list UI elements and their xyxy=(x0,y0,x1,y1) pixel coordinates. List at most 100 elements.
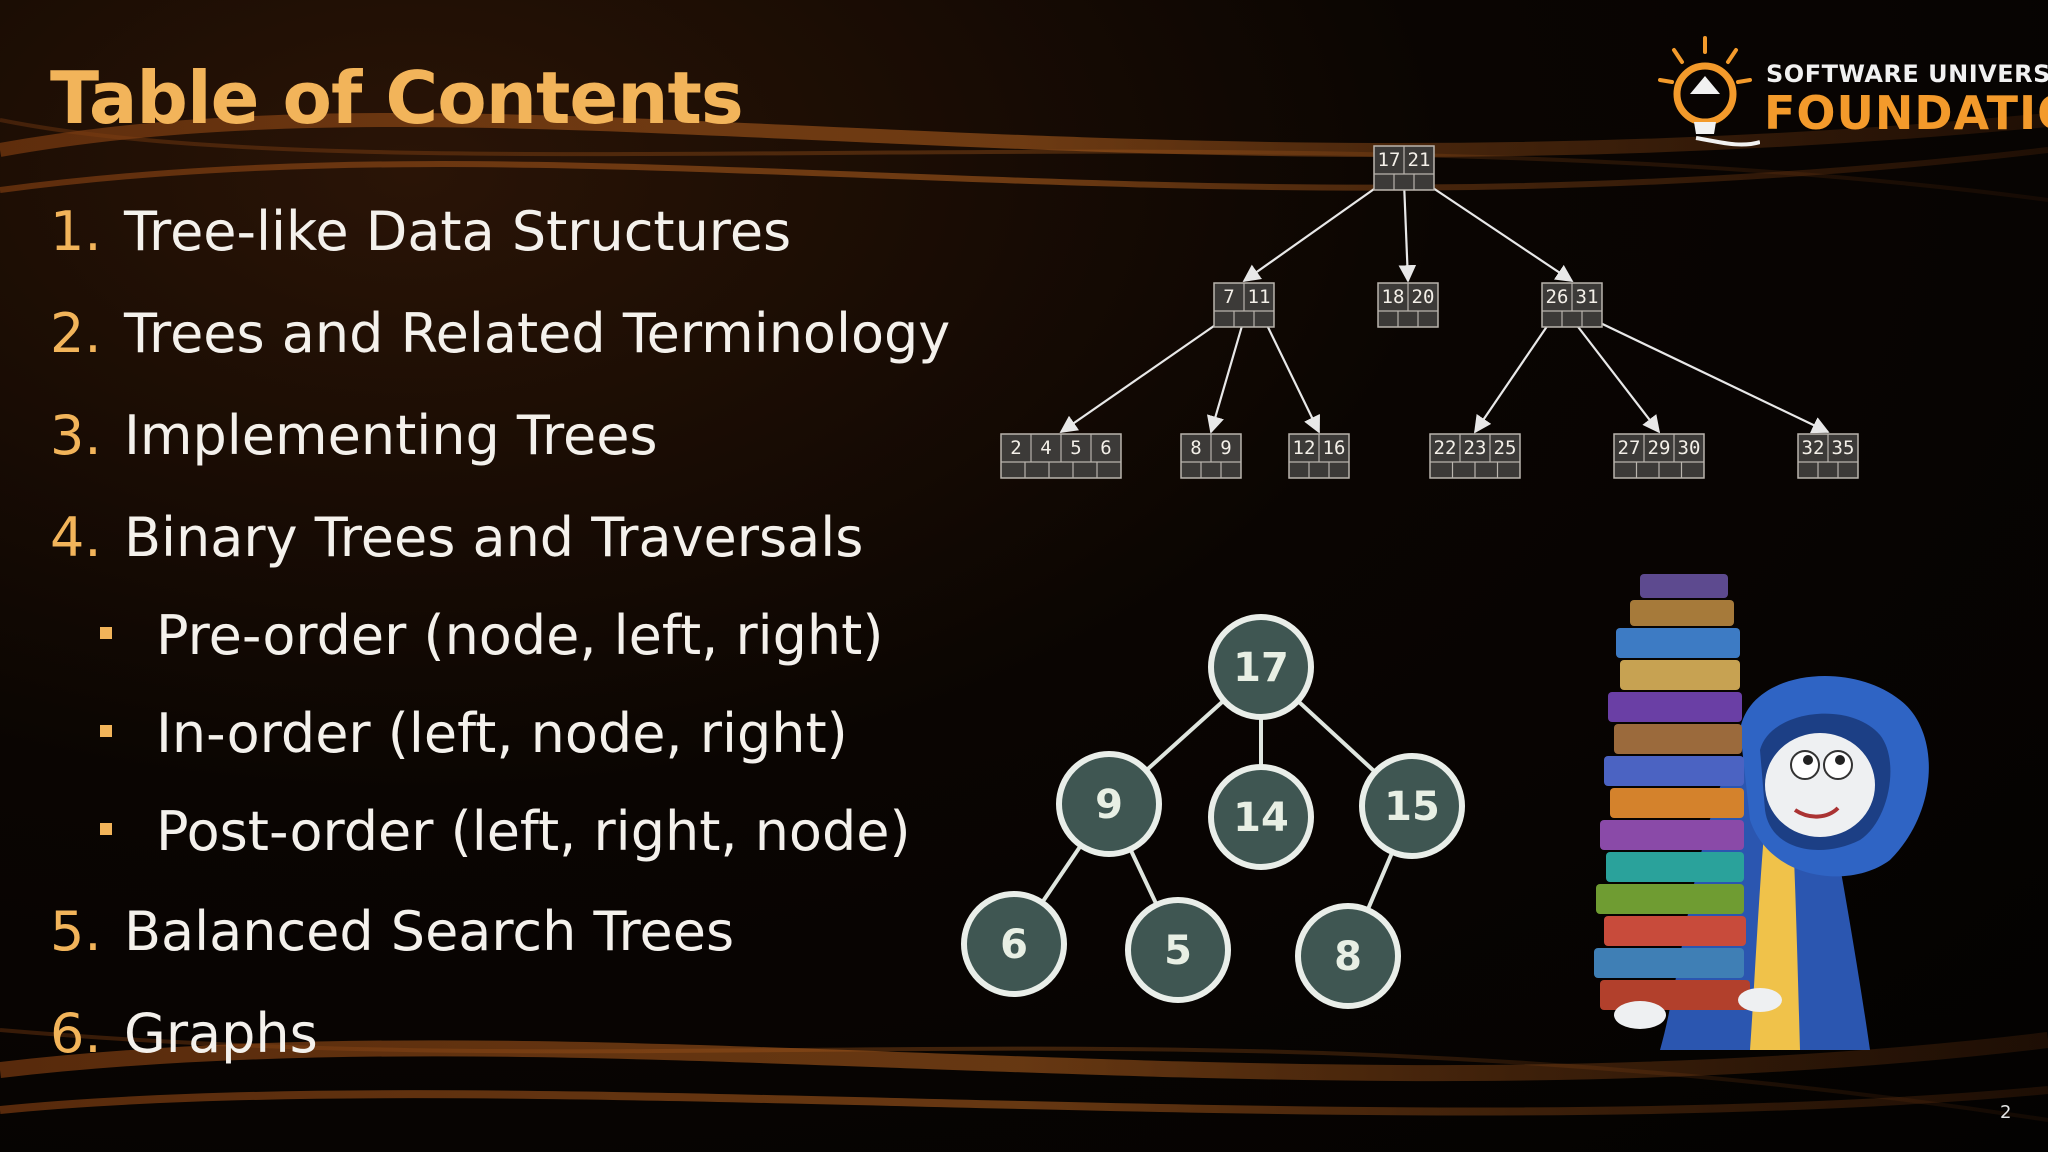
btree-key: 29 xyxy=(1648,437,1671,459)
btree-edge-arrow xyxy=(1206,318,1246,434)
toc-item-2: 2. Trees and Related Terminology xyxy=(50,302,950,365)
toc-text: Graphs xyxy=(124,1002,318,1065)
btree-edge-arrow xyxy=(1591,318,1830,434)
toc-text: Implementing Trees xyxy=(124,404,658,467)
btree-edge-arrow xyxy=(1474,318,1553,434)
btree-edge-arrow xyxy=(1242,181,1385,283)
btree-key: 25 xyxy=(1494,437,1517,459)
binary-tree-node-label: 8 xyxy=(1334,934,1362,980)
toc-item-4: 4. Binary Trees and Traversals xyxy=(50,506,863,569)
btree-key: 23 xyxy=(1464,437,1487,459)
binary-tree-node: 15 xyxy=(1359,753,1465,859)
binary-tree-node-label: 5 xyxy=(1164,928,1192,974)
btree-node: 7 11 xyxy=(1213,282,1275,328)
btree-edges xyxy=(1059,181,1830,434)
binary-tree-node-label: 17 xyxy=(1233,645,1289,691)
wizard-with-books-illustration xyxy=(1594,574,1929,1050)
btree-key: 35 xyxy=(1832,437,1855,459)
lightbulb-logo-icon xyxy=(1658,36,1761,147)
binary-tree-node-label: 15 xyxy=(1384,784,1440,830)
btree-key: 22 xyxy=(1434,437,1457,459)
binary-tree-node: 14 xyxy=(1208,764,1314,870)
binary-tree-node-circle xyxy=(1208,764,1314,870)
toc-subitem-postorder: Post-order (left, right, node) xyxy=(100,800,911,863)
toc-item-3: 3. Implementing Trees xyxy=(50,404,658,467)
toc-text: Pre-order (node, left, right) xyxy=(156,604,884,667)
toc-item-1: 1. Tree-like Data Structures xyxy=(50,200,791,263)
btree-edge-arrow xyxy=(1423,181,1574,282)
toc-text: Trees and Related Terminology xyxy=(124,302,951,365)
software-university-logo: SOFTWARE UNIVERSITY FOUNDATION xyxy=(1650,30,2048,160)
toc-number: 1. xyxy=(50,200,102,263)
toc-subitem-inorder: In-order (left, node, right) xyxy=(100,702,848,765)
logo-line-1: SOFTWARE UNIVERSITY xyxy=(1766,60,2048,88)
toc-subitem-preorder: Pre-order (node, left, right) xyxy=(100,604,883,667)
btree-key: 27 xyxy=(1618,437,1641,459)
binary-tree-node: 17 xyxy=(1208,614,1314,720)
square-bullet-icon xyxy=(100,823,112,836)
binary-tree-node-label: 14 xyxy=(1233,795,1289,841)
btree-key: 5 xyxy=(1070,437,1081,459)
btree-key: 26 xyxy=(1546,286,1569,308)
btree-key: 4 xyxy=(1040,437,1051,459)
logo-line-2: FOUNDATION xyxy=(1764,86,2048,140)
binary-tree-node-circle xyxy=(1125,897,1231,1003)
toc-text: Balanced Search Trees xyxy=(124,900,735,963)
btree-key: 12 xyxy=(1293,437,1316,459)
btree-node: 27 29 30 xyxy=(1613,433,1705,479)
btree-node: 26 31 xyxy=(1541,282,1603,328)
btree-key: 21 xyxy=(1408,149,1431,171)
page-number: 2 xyxy=(2000,1102,2012,1123)
binary-tree-node-label: 9 xyxy=(1095,782,1123,828)
toc-number: 5. xyxy=(50,900,102,963)
binary-tree-node: 9 xyxy=(1056,751,1162,857)
binary-tree-node: 6 xyxy=(961,891,1067,997)
toc-number: 2. xyxy=(50,302,102,365)
toc-text: Tree-like Data Structures xyxy=(124,200,792,263)
btree-key: 18 xyxy=(1382,286,1405,308)
btree-key: 32 xyxy=(1802,437,1825,459)
toc-number: 4. xyxy=(50,506,102,569)
binary-tree-node-circle xyxy=(1056,751,1162,857)
binary-tree-node: 5 xyxy=(1125,897,1231,1003)
btree-key: 8 xyxy=(1190,437,1201,459)
btree-key: 20 xyxy=(1412,286,1435,308)
slide-title: Table of Contents xyxy=(50,56,744,140)
toc-item-6: 6. Graphs xyxy=(50,1002,318,1065)
btree-node: 12 16 xyxy=(1288,433,1350,479)
toc-text: Binary Trees and Traversals xyxy=(124,506,864,569)
toc-number: 6. xyxy=(50,1002,102,1065)
btree-key: 2 xyxy=(1010,437,1021,459)
btree-key: 11 xyxy=(1248,286,1271,308)
btree-edge-arrow xyxy=(1263,318,1320,434)
btree-key: 6 xyxy=(1100,437,1111,459)
toc-text: In-order (left, node, right) xyxy=(156,702,848,765)
btree-node: 32 35 xyxy=(1797,433,1859,479)
binary-tree-node-circle xyxy=(1359,753,1465,859)
btree-edge-arrow xyxy=(1571,318,1661,434)
binary-tree-node-circle xyxy=(1208,614,1314,720)
btree-key: 16 xyxy=(1323,437,1346,459)
square-bullet-icon xyxy=(100,627,112,640)
binary-tree-node: 8 xyxy=(1295,903,1401,1009)
btree-key: 31 xyxy=(1576,286,1599,308)
binary-tree-nodes: 17 9 14 15 6 5 8 xyxy=(961,614,1465,1009)
btree-edge-arrow xyxy=(1059,318,1225,434)
toc-number: 3. xyxy=(50,404,102,467)
btree-key: 30 xyxy=(1678,437,1701,459)
square-bullet-icon xyxy=(100,725,112,738)
btree-key: 9 xyxy=(1220,437,1231,459)
btree-node: 22 23 25 xyxy=(1429,433,1521,479)
btree-key: 17 xyxy=(1378,149,1401,171)
binary-tree-node-label: 6 xyxy=(1000,922,1028,968)
btree-key: 7 xyxy=(1223,286,1234,308)
toc-text: Post-order (left, right, node) xyxy=(156,800,911,863)
